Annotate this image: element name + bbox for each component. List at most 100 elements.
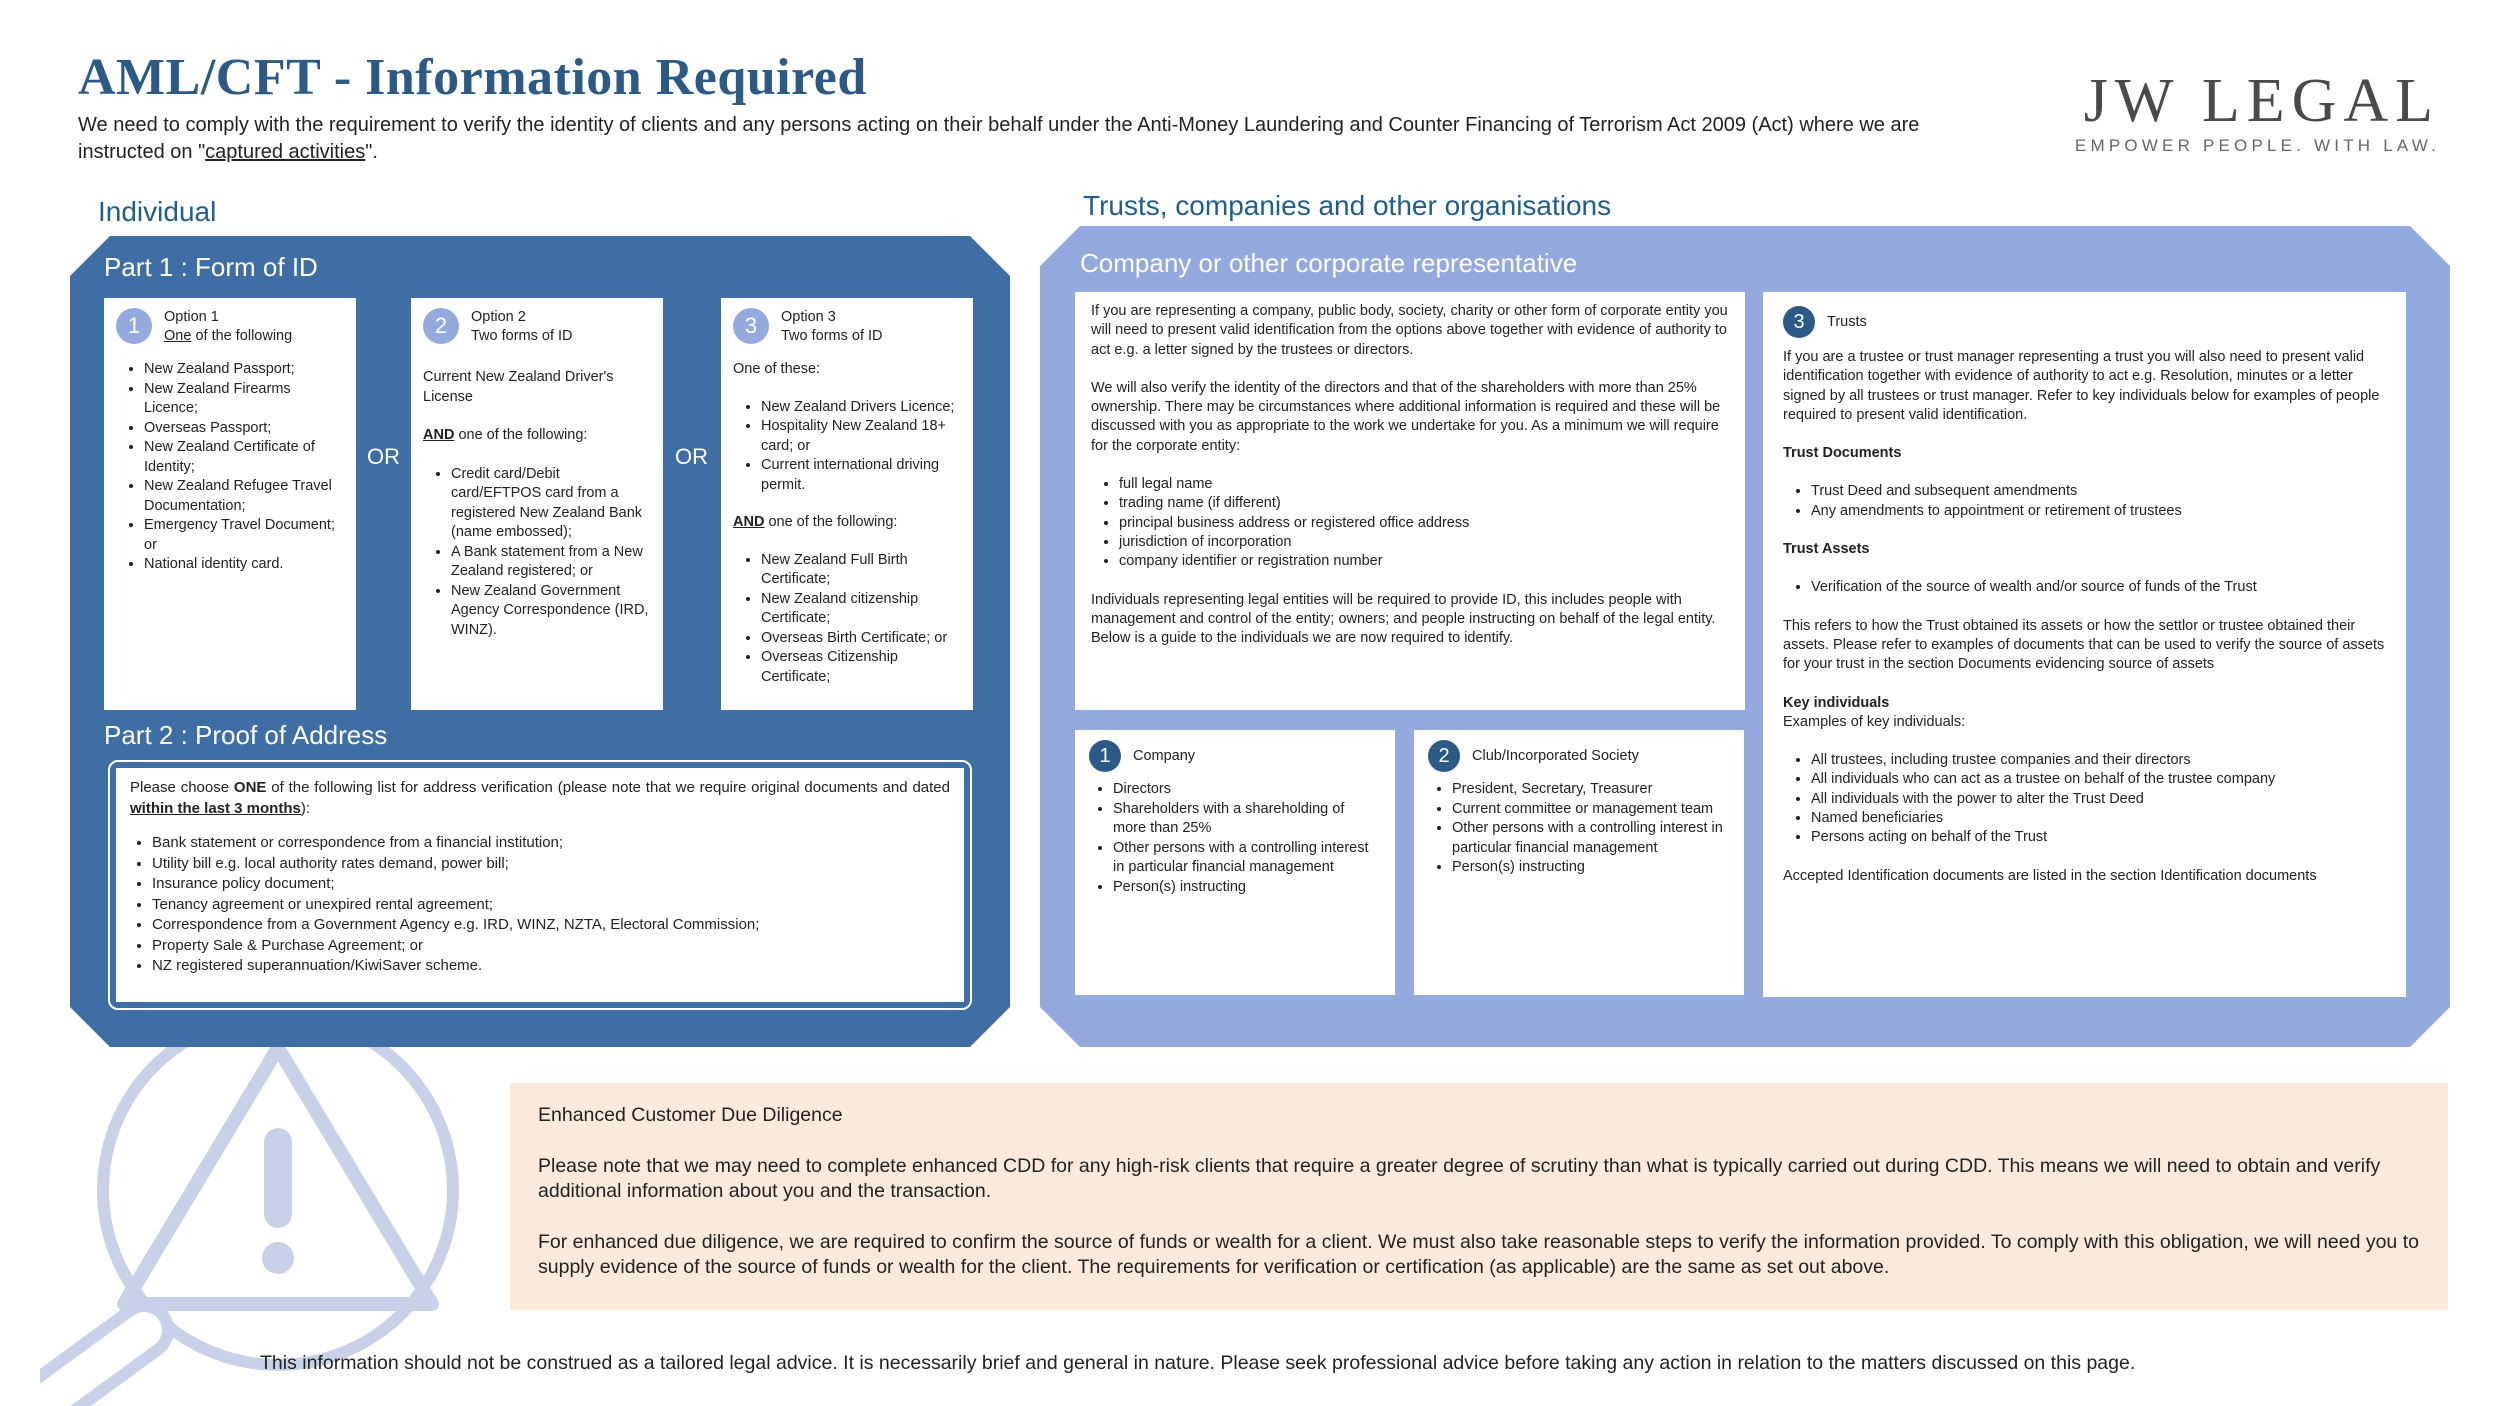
option1-list: New Zealand Passport; New Zealand Firear… — [116, 360, 344, 575]
part1-heading: Part 1 : Form of ID — [104, 252, 318, 282]
trusts-paragraph: Accepted Identification documents are li… — [1783, 867, 2317, 884]
trusts-paragraph: This refers to how the Trust obtained it… — [1783, 617, 2385, 673]
option3-list-a: New Zealand Drivers Licence; Hospitality… — [733, 398, 961, 496]
captured-activities-link[interactable]: captured activities — [205, 141, 366, 163]
option1-number-badge: 1 — [116, 308, 152, 344]
club-list: President, Secretary, Treasurer Current … — [1428, 780, 1730, 878]
list-item: Person(s) instructing — [1452, 858, 1730, 878]
key-individuals-intro: Examples of key individuals: — [1783, 713, 1966, 730]
option2-and-line: AND one of the following: — [423, 427, 588, 443]
list-item: Shareholders with a shareholding of more… — [1113, 800, 1381, 839]
corporate-paragraph: Individuals representing legal entities … — [1091, 591, 1716, 647]
list-item: Property Sale & Purchase Agreement; or — [152, 936, 950, 957]
list-item: All individuals who can act as a trustee… — [1811, 770, 2386, 789]
option2-title: Option 2 — [471, 309, 526, 325]
corporate-paragraph: We will also verify the identity of the … — [1091, 379, 1721, 454]
list-item: New Zealand Passport; — [144, 360, 344, 380]
option3-number-badge: 3 — [733, 308, 769, 344]
list-item: Other persons with a controlling interes… — [1452, 819, 1730, 858]
club-card: 2 Club/Incorporated Society President, S… — [1414, 730, 1744, 995]
list-item: New Zealand Drivers Licence; — [761, 398, 961, 418]
part2-heading: Part 2 : Proof of Address — [104, 720, 388, 750]
list-item: New Zealand Certificate of Identity; — [144, 438, 344, 477]
enhanced-cdd-box: Enhanced Customer Due Diligence Please n… — [510, 1083, 2448, 1310]
corporate-list: full legal name trading name (if differe… — [1091, 475, 1729, 571]
list-item: Any amendments to appointment or retirem… — [1811, 502, 2386, 521]
list-item: company identifier or registration numbe… — [1119, 552, 1729, 571]
list-item: New Zealand citizenship Certificate; — [761, 590, 961, 629]
trust-documents-list: Trust Deed and subsequent amendments Any… — [1783, 482, 2386, 521]
enhanced-cdd-heading: Enhanced Customer Due Diligence — [538, 1104, 843, 1126]
company-number-badge: 1 — [1089, 740, 1121, 772]
option3-list-b: New Zealand Full Birth Certificate; New … — [733, 551, 961, 688]
list-item: Overseas Birth Certificate; or — [761, 629, 961, 649]
club-title: Club/Incorporated Society — [1472, 747, 1639, 764]
page-title: AML/CFT - Information Required — [78, 49, 867, 106]
list-item: National identity card. — [144, 555, 344, 575]
list-item: Person(s) instructing — [1113, 878, 1381, 898]
address-list: Bank statement or correspondence from a … — [130, 833, 950, 977]
option3-title: Option 3 — [781, 309, 836, 325]
disclaimer: This information should not be construed… — [260, 1352, 2136, 1374]
option3-one-of: One of these: — [733, 361, 821, 377]
logo-tagline: EMPOWER PEOPLE. WITH LAW. — [2074, 136, 2440, 155]
list-item: Utility bill e.g. local authority rates … — [152, 854, 950, 875]
trusts-card: 3 Trusts If you are a trustee or trust m… — [1763, 292, 2406, 997]
key-individuals-heading: Key individuals — [1783, 694, 1890, 711]
company-title: Company — [1133, 747, 1196, 764]
option2-list: Credit card/Debit card/EFTPOS card from … — [423, 465, 651, 641]
list-item: All trustees, including trustee companie… — [1811, 751, 2386, 770]
organisations-heading: Trusts, companies and other organisation… — [1083, 190, 1612, 221]
list-item: Trust Deed and subsequent amendments — [1811, 482, 2386, 501]
trust-documents-heading: Trust Documents — [1783, 445, 1902, 462]
list-item: Directors — [1113, 780, 1381, 800]
list-item: Persons acting on behalf of the Trust — [1811, 828, 2386, 847]
corporate-paragraph: If you are representing a company, publi… — [1091, 303, 1728, 358]
list-item: President, Secretary, Treasurer — [1452, 780, 1730, 800]
list-item: Named beneficiaries — [1811, 809, 2386, 828]
trusts-number-badge: 3 — [1783, 306, 1815, 338]
address-card: Please choose ONE of the following list … — [116, 768, 964, 1002]
list-item: Verification of the source of wealth and… — [1811, 578, 2386, 597]
list-item: Other persons with a controlling interes… — [1113, 839, 1381, 878]
or-separator: OR — [367, 444, 400, 469]
list-item: principal business address or registered… — [1119, 514, 1729, 533]
list-item: Emergency Travel Document; or — [144, 516, 344, 555]
list-item: full legal name — [1119, 475, 1729, 494]
intro-text: We need to comply with the requirement t… — [78, 114, 1920, 163]
list-item: Hospitality New Zealand 18+ card; or — [761, 417, 961, 456]
option2-number-badge: 2 — [423, 308, 459, 344]
list-item: trading name (if different) — [1119, 494, 1729, 513]
corporate-heading: Company or other corporate representativ… — [1080, 248, 1578, 278]
corporate-card: If you are representing a company, publi… — [1075, 292, 1745, 710]
list-item: NZ registered superannuation/KiwiSaver s… — [152, 956, 950, 977]
option1-card: 1 Option 1 One of the following New Zeal… — [104, 298, 356, 710]
list-item: Credit card/Debit card/EFTPOS card from … — [451, 465, 651, 543]
list-item: A Bank statement from a New Zealand regi… — [451, 543, 651, 582]
enhanced-cdd-paragraph: For enhanced due diligence, we are requi… — [538, 1230, 2419, 1279]
club-number-badge: 2 — [1428, 740, 1460, 772]
list-item: Correspondence from a Government Agency … — [152, 915, 950, 936]
list-item: All individuals with the power to alter … — [1811, 790, 2386, 809]
key-individuals-list: All trustees, including trustee companie… — [1783, 751, 2386, 847]
list-item: Current committee or management team — [1452, 800, 1730, 820]
list-item: jurisdiction of incorporation — [1119, 533, 1729, 552]
list-item: New Zealand Firearms Licence; — [144, 380, 344, 419]
list-item: New Zealand Government Agency Correspond… — [451, 582, 651, 641]
list-item: Bank statement or correspondence from a … — [152, 833, 950, 854]
enhanced-cdd-paragraph: Please note that we may need to complete… — [538, 1154, 2381, 1203]
option2-first-id: Current New Zealand Driver's License — [423, 369, 614, 405]
trust-assets-list: Verification of the source of wealth and… — [1783, 578, 2386, 597]
logo: JW LEGAL — [2083, 67, 2440, 135]
option1-title: Option 1 — [164, 309, 219, 325]
individual-heading: Individual — [98, 196, 217, 227]
option3-card: 3 Option 3 Two forms of ID One of these:… — [721, 298, 973, 710]
option2-card: 2 Option 2 Two forms of ID Current New Z… — [411, 298, 663, 710]
company-card: 1 Company Directors Shareholders with a … — [1075, 730, 1395, 995]
option3-subtitle: Two forms of ID — [781, 328, 883, 344]
magnifier-warning-icon — [40, 1010, 459, 1406]
list-item: Insurance policy document; — [152, 874, 950, 895]
or-separator: OR — [675, 444, 708, 469]
list-item: Tenancy agreement or unexpired rental ag… — [152, 895, 950, 916]
list-item: Current international driving permit. — [761, 456, 961, 495]
